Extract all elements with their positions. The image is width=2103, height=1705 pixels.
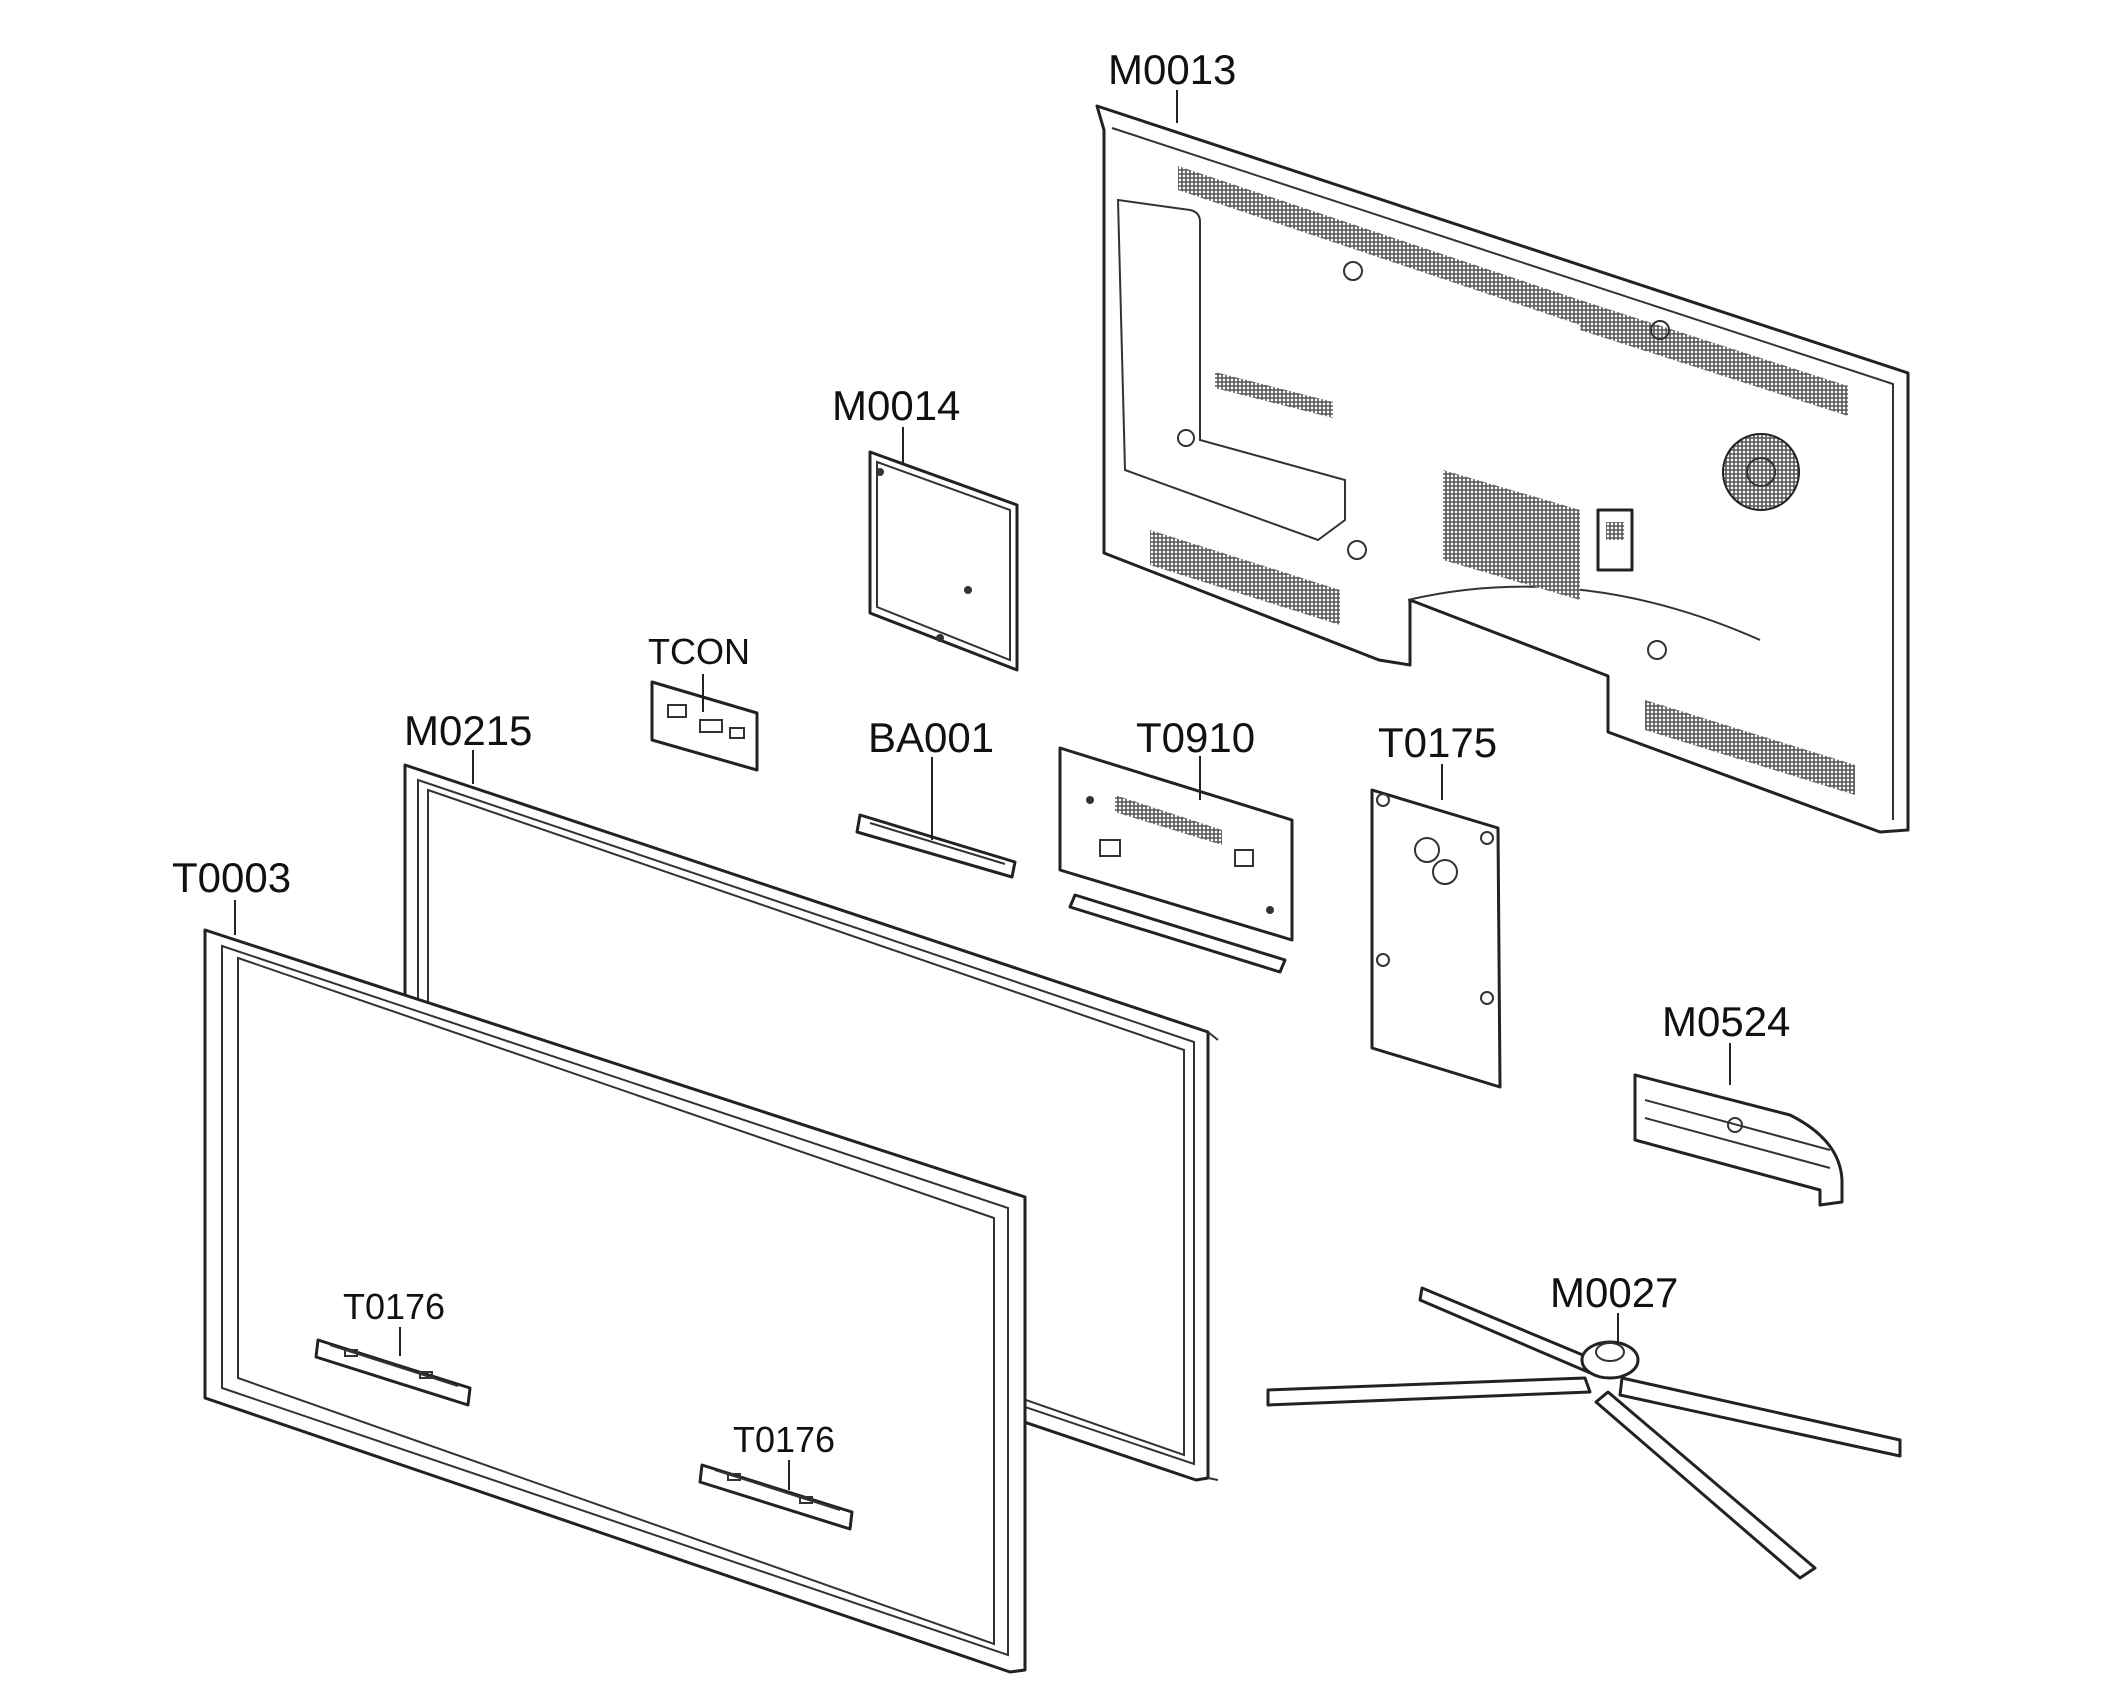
label-m0014: M0014 <box>832 382 960 429</box>
t0176-left-bracket-part <box>314 1338 472 1407</box>
m0524-stand-neck-part <box>1633 1073 1844 1207</box>
label-m0027: M0027 <box>1550 1269 1678 1316</box>
label-t0003: T0003 <box>172 854 291 901</box>
tcon-board-part <box>650 680 759 772</box>
rear-cover-part <box>1095 104 1910 834</box>
label-t0910: T0910 <box>1136 714 1255 761</box>
label-m0215: M0215 <box>404 707 532 754</box>
t0176-right-bracket-part <box>698 1463 854 1531</box>
t0910-board-part <box>1058 746 1294 974</box>
t0003-front-bezel-part <box>203 928 1027 1674</box>
ba001-board-part <box>855 813 1017 879</box>
label-m0013: M0013 <box>1108 46 1236 93</box>
label-ba001: BA001 <box>868 714 994 761</box>
label-t0176-left: T0176 <box>343 1286 445 1327</box>
m0014-board-part <box>868 450 1019 672</box>
t0175-board-part <box>1370 788 1502 1089</box>
label-tcon: TCON <box>648 631 750 672</box>
m0027-stand-base-part <box>1266 1286 1902 1580</box>
label-t0176-right: T0176 <box>733 1419 835 1460</box>
label-t0175: T0175 <box>1378 719 1497 766</box>
label-m0524: M0524 <box>1662 998 1790 1045</box>
